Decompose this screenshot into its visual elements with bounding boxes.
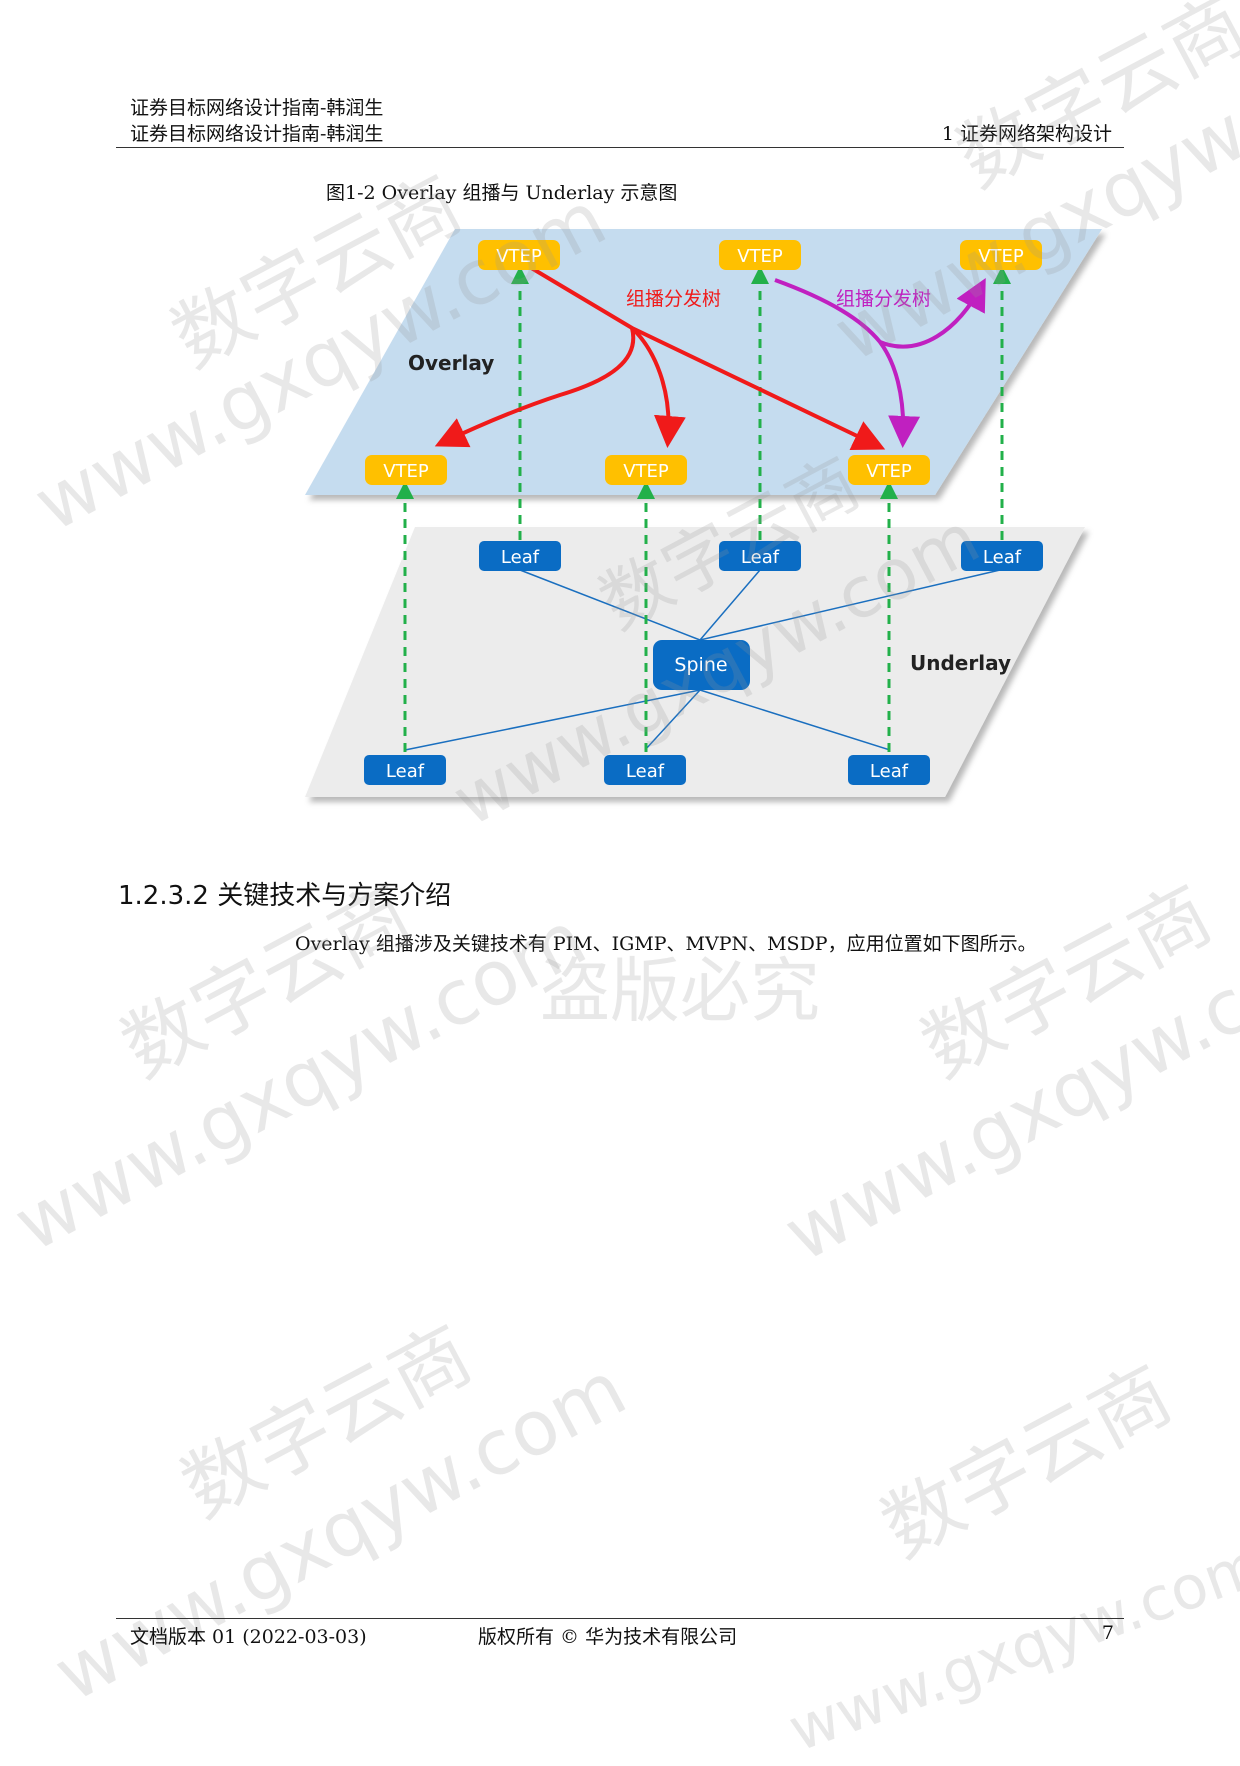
vtep-node: VTEP [478,240,560,270]
watermark-url: www.gxqyw.com [780,1529,1240,1766]
svg-text:VTEP: VTEP [623,461,669,482]
red-tree-label: 组播分发树 [626,288,721,310]
svg-text:VTEP: VTEP [496,246,542,267]
leaf-node: Leaf [719,541,801,571]
vtep-node: VTEP [848,455,930,485]
leaf-node: Leaf [961,541,1043,571]
leaf-node: Leaf [364,755,446,785]
svg-text:VTEP: VTEP [383,461,429,482]
footer-copyright: 版权所有 © 华为技术有限公司 [478,1626,738,1648]
svg-text:Leaf: Leaf [626,761,665,782]
leaf-node: Leaf [848,755,930,785]
spine-node: Spine [653,640,750,690]
svg-text:Leaf: Leaf [386,761,425,782]
svg-text:Leaf: Leaf [870,761,909,782]
header-doc-title-line2: 证券目标网络设计指南-韩润生 [130,123,384,145]
watermark-brand: 数字云商 [908,869,1227,1096]
underlay-label: Underlay [910,651,1011,675]
purple-distribution-tree [774,277,986,448]
header-chapter: 1 证券网络架构设计 [941,123,1112,145]
figure-caption: 图1-2 Overlay 组播与 Underlay 示意图 [326,182,678,204]
leaf-node: Leaf [604,755,686,785]
header-rule [116,147,1124,148]
section-heading: 1.2.3.2 关键技术与方案介绍 [118,881,452,911]
svg-text:Leaf: Leaf [501,547,540,568]
section-paragraph: Overlay 组播涉及关键技术有 PIM、IGMP、MVPN、MSDP，应用位… [295,933,1037,955]
header-doc-title-line1: 证券目标网络设计指南-韩润生 [130,97,384,119]
overlay-label: Overlay [408,351,494,375]
watermark-brand: 数字云商 [168,1309,487,1536]
watermark-url: www.gxqyw.com [770,903,1240,1279]
svg-text:VTEP: VTEP [866,461,912,482]
footer-version: 文档版本 01 (2022-03-03) [130,1626,367,1648]
vtep-node: VTEP [960,240,1042,270]
vtep-node: VTEP [719,240,801,270]
red-distribution-tree [434,264,886,451]
footer-page-number: 7 [1101,1622,1114,1644]
svg-text:VTEP: VTEP [978,246,1024,267]
footer-rule [116,1618,1124,1619]
svg-text:Spine: Spine [674,654,727,676]
leaf-node: Leaf [479,541,561,571]
vtep-node: VTEP [605,455,687,485]
underlay-links [404,569,1001,751]
svg-text:VTEP: VTEP [737,246,783,267]
svg-text:Leaf: Leaf [983,547,1022,568]
watermark-brand: 数字云商 [868,1349,1187,1576]
vtep-node: VTEP [365,455,447,485]
watermark-url: www.gxqyw.com [40,1343,640,1719]
purple-tree-label: 组播分发树 [836,288,931,310]
svg-text:Leaf: Leaf [741,547,780,568]
overlay-underlay-diagram: Overlay Underlay 组播分发树 组播分发树 VTEP VTEP [305,229,1102,797]
